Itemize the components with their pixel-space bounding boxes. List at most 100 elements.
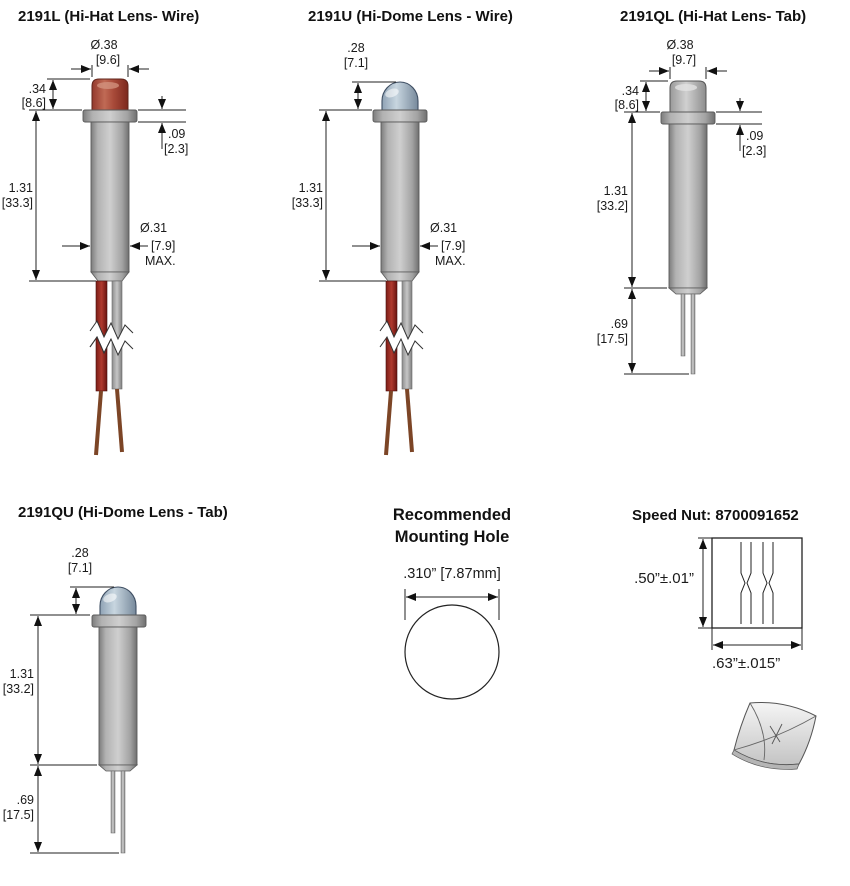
panel-2191u-title: 2191U (Hi-Dome Lens - Wire) (308, 8, 513, 25)
dim-text: 1.31 (604, 184, 628, 198)
mounting-hole-circle (404, 604, 500, 700)
lens-highlight (97, 82, 119, 89)
tab-pin-right (690, 293, 696, 375)
body-taper (380, 271, 420, 282)
flange (372, 109, 428, 123)
dim-text: [17.5] (597, 332, 628, 346)
flange (91, 614, 147, 628)
speed-nut-title: Speed Nut: 8700091652 (632, 507, 799, 524)
wire-break-line (379, 319, 424, 341)
dim-text: [7.1] (344, 56, 368, 70)
led-body (98, 626, 138, 766)
lens-highlight (103, 593, 117, 603)
body-taper (97, 764, 139, 772)
dim-text: 1.31 (299, 181, 323, 195)
dim-body-diameter: Ø.31 [7.9] MAX. (352, 221, 466, 268)
speed-nut-outline (711, 537, 803, 629)
dim-text: .34 (622, 84, 639, 98)
speed-nut-3d-illustration (731, 702, 817, 770)
dim-text: .50”±.01” (634, 570, 694, 587)
dim-text: [7.1] (68, 561, 92, 575)
lens-highlight (675, 84, 697, 91)
dim-text: Ø.31 (430, 221, 457, 235)
lens-highlight (385, 88, 399, 98)
dim-text: [8.6] (22, 96, 46, 110)
led-2191qu-drawing (91, 586, 147, 854)
panel-2191l: 2191L (Hi-Hat Lens- Wire) Ø.38 [9.6] (2, 8, 199, 456)
tab-pin-right (120, 770, 126, 854)
clip-edge (746, 542, 752, 624)
dim-text: .63”±.015” (712, 655, 780, 672)
panel-2191u: 2191U (Hi-Dome Lens - Wire) .28 [7.1] (292, 8, 513, 456)
dim-flange-thickness: .09 [2.3] (716, 98, 766, 158)
dim-dome-height: .28 [7.1] (344, 41, 396, 111)
tab-pin-left (110, 770, 116, 834)
dim-nut-width: .63”±.015” (711, 628, 803, 672)
tab-pin-left (680, 293, 686, 357)
dim-text: .28 (71, 546, 88, 560)
dim-text: [33.2] (3, 682, 34, 696)
dim-body-diameter: Ø.31 [7.9] MAX. (62, 221, 176, 268)
dim-text: Ø.38 (666, 38, 693, 52)
dim-text: .28 (347, 41, 364, 55)
dim-text: [2.3] (164, 142, 188, 156)
dim-pin-length: .69 [17.5] (3, 766, 119, 854)
wire-break-line (379, 335, 424, 357)
hi-dome-lens (99, 586, 137, 616)
clip-edge (762, 542, 768, 624)
dim-text: 1.31 (9, 181, 33, 195)
dim-text: .69 (17, 793, 34, 807)
panel-2191qu: 2191QU (Hi-Dome Lens - Tab) .28 [7.1] 1 (3, 504, 228, 854)
lead-left (384, 390, 393, 456)
flange (660, 111, 716, 125)
dim-body-length: 1.31 [33.2] (597, 113, 667, 289)
body-taper (90, 271, 130, 282)
speed-nut-clips (740, 542, 774, 624)
dim-text: .69 (611, 317, 628, 331)
dim-pin-length: .69 [17.5] (597, 289, 689, 375)
dim-text: [2.3] (742, 144, 766, 158)
dim-text: .09 (168, 127, 185, 141)
dim-body-length: 1.31 [33.3] (292, 109, 386, 282)
dim-text: [9.7] (672, 53, 696, 67)
dim-text: .34 (29, 82, 46, 96)
dim-text: MAX. (435, 254, 466, 268)
dim-text: Ø.38 (90, 38, 117, 52)
dim-lens-height: .34 [8.6] (22, 78, 90, 111)
dim-text: [9.6] (96, 53, 120, 67)
nut-3d-prongs (769, 723, 783, 745)
led-body (380, 121, 420, 273)
dim-text: Ø.31 (140, 221, 167, 235)
led-2191u-drawing (372, 81, 428, 456)
led-body (90, 121, 130, 273)
panel-2191ql-title: 2191QL (Hi-Hat Lens- Tab) (620, 8, 806, 25)
dim-text: [7.9] (151, 239, 175, 253)
mounting-hole-title-line1: Recommended (393, 506, 511, 524)
flange (82, 109, 138, 123)
nut-3d-crease (749, 702, 766, 761)
dim-text: [33.2] (597, 199, 628, 213)
dim-flange-thickness: .09 [2.3] (138, 96, 188, 156)
dim-hole-diameter (404, 589, 500, 620)
led-body (668, 123, 708, 289)
clip-edge (740, 542, 746, 624)
dim-text: [8.6] (615, 98, 639, 112)
wire-break-line (89, 319, 134, 341)
panel-2191qu-title: 2191QU (Hi-Dome Lens - Tab) (18, 504, 228, 521)
wire-break-line (89, 335, 134, 357)
panel-2191l-title: 2191L (Hi-Hat Lens- Wire) (18, 8, 199, 25)
dim-text: [17.5] (3, 808, 34, 822)
dim-text: [33.3] (292, 196, 323, 210)
clip-edge (768, 542, 774, 624)
dim-text: 1.31 (10, 667, 34, 681)
hi-dome-lens (381, 81, 419, 111)
lead-right (115, 388, 124, 453)
dim-body-length: 1.31 [33.2] (3, 614, 97, 766)
lead-left (94, 390, 103, 456)
dim-nut-height: .50”±.01” (634, 537, 712, 629)
panel-speed-nut: Speed Nut: 8700091652 .50”±.01” .63”±.01… (632, 507, 817, 770)
body-taper (667, 287, 709, 295)
dim-text: .09 (746, 129, 763, 143)
